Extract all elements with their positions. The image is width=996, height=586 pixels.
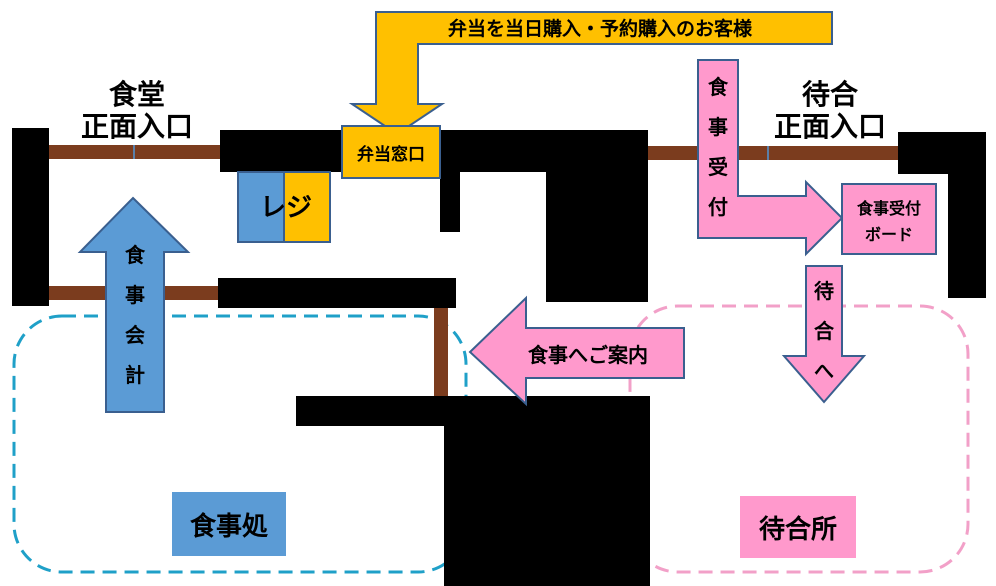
to-waiting-arrow: 待 合 へ [781, 265, 867, 404]
wall-top-center [220, 130, 342, 172]
meal-reception-char-4: 付 [708, 195, 728, 219]
wall-left [12, 128, 49, 306]
dining-area-label-box: 食事処 [172, 492, 286, 556]
meal-payment-char-4: 計 [125, 363, 145, 387]
to-waiting-char-2: 合 [814, 319, 835, 343]
meal-payment-char-1: 食 [125, 243, 146, 267]
bento-window: 弁当窓口 [341, 125, 441, 179]
bento-customers-label: 弁当を当日購入・予約購入のお客様 [448, 17, 753, 40]
meal-guidance-label: 食事へご案内 [528, 343, 648, 367]
door-dining-inner [434, 308, 448, 396]
to-waiting-char-1: 待 [814, 279, 834, 303]
wall-mid [218, 278, 456, 308]
reception-board: 食事受付 ボード [841, 183, 937, 255]
meal-reception-arrow: 食 事 受 付 [697, 59, 844, 257]
wall-top-right-block [440, 130, 648, 172]
register-label: レジ [260, 193, 312, 223]
wall-pillar [440, 172, 460, 232]
meal-reception-char-1: 食 [708, 75, 729, 99]
reception-board-label-2: ボード [865, 225, 913, 244]
register: レジ [237, 171, 331, 243]
cafeteria-entrance-label-1: 食堂 [109, 78, 165, 111]
to-waiting-char-3: へ [814, 359, 834, 383]
waiting-entrance-label-1: 待合 [802, 78, 859, 111]
meal-reception-char-3: 受 [708, 155, 728, 179]
waiting-room-label-box: 待合所 [740, 496, 856, 558]
waiting-entrance-label-2: 正面入口 [774, 110, 886, 143]
door-waiting-entrance [648, 146, 898, 160]
waiting-room-zone [628, 304, 970, 574]
meal-guidance-arrow: 食事へご案内 [468, 295, 685, 407]
meal-payment-arrow: 食 事 会 計 [77, 196, 191, 413]
bento-customers-arrow: 弁当を当日購入・予約購入のお客様 [348, 11, 833, 136]
cafeteria-entrance-label-2: 正面入口 [81, 110, 193, 143]
waiting-room-label: 待合所 [759, 514, 837, 545]
doors [49, 145, 898, 396]
walls [12, 128, 986, 586]
wall-right-side [948, 132, 986, 298]
reception-board-label-1: 食事受付 [856, 199, 921, 218]
dining-area-label: 食事処 [190, 511, 268, 542]
wall-right-block [546, 172, 648, 302]
meal-reception-char-2: 事 [708, 115, 728, 139]
meal-payment-char-3: 会 [125, 323, 145, 347]
wall-bottom-block [444, 396, 650, 586]
wall-low [296, 396, 450, 426]
bento-window-label: 弁当窓口 [357, 144, 425, 165]
meal-payment-char-2: 事 [125, 283, 145, 307]
